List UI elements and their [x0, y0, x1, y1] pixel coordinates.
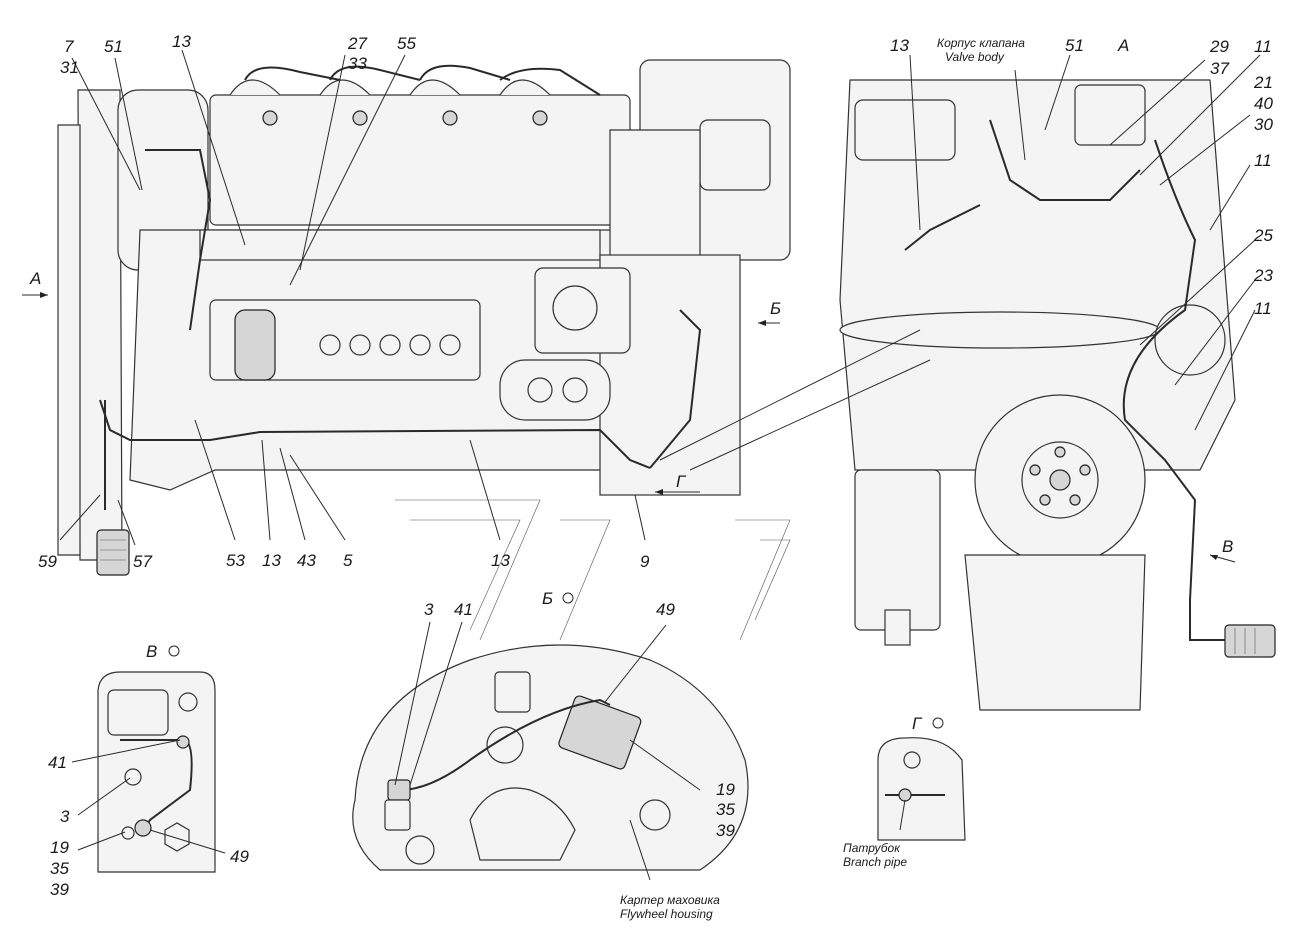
- callout-23: 23: [1253, 266, 1273, 285]
- callout-39: 39: [716, 821, 735, 840]
- callout-11: 11: [1254, 299, 1272, 318]
- callout-27: 27: [347, 34, 367, 53]
- callout-43: 43: [297, 551, 316, 570]
- callout-11: 11: [1254, 151, 1272, 170]
- callout-37: 37: [1210, 59, 1229, 78]
- arrow-label-b: Б: [770, 299, 781, 318]
- callout-35: 35: [50, 859, 69, 878]
- callout-13: 13: [890, 36, 909, 55]
- callout-57: 57: [133, 552, 152, 571]
- arrow-labels: А А Б Г В: [29, 36, 1233, 556]
- callout-5: 5: [343, 551, 353, 570]
- callout-51: 51: [1065, 36, 1084, 55]
- detail-view-v: [71, 671, 226, 873]
- callout-13: 13: [172, 32, 191, 51]
- callout-40: 40: [1254, 94, 1273, 113]
- view-title-g: Г: [912, 714, 923, 733]
- callout-51: 51: [104, 37, 123, 56]
- arrow-label-a: А: [1117, 36, 1129, 55]
- callout-7: 7: [64, 37, 74, 56]
- callout-49: 49: [230, 847, 249, 866]
- callout-53: 53: [226, 551, 245, 570]
- callout-3: 3: [60, 807, 70, 826]
- caption-branch-en: Branch pipe: [843, 855, 907, 869]
- callout-11: 11: [1254, 37, 1272, 56]
- callout-29: 29: [1209, 37, 1229, 56]
- view-title-b: Б: [542, 589, 553, 608]
- caption-branch-ru: Патрубок: [843, 841, 901, 855]
- view-title-v: В: [146, 642, 157, 661]
- callout-3: 3: [424, 600, 434, 619]
- arrow-label-g: Г: [676, 472, 687, 491]
- callout-19: 19: [716, 780, 735, 799]
- callout-30: 30: [1254, 115, 1273, 134]
- arrow-label-v: В: [1222, 537, 1233, 556]
- callout-35: 35: [716, 800, 735, 819]
- caption-flywheel-ru: Картер маховика: [620, 893, 720, 907]
- caption-flywheel-en: Flywheel housing: [620, 907, 713, 921]
- callout-21: 21: [1253, 73, 1273, 92]
- engine-front-view: [659, 54, 1276, 711]
- callout-59: 59: [38, 552, 57, 571]
- arrow-label-a: А: [29, 269, 41, 288]
- rotation-icon: [168, 645, 180, 657]
- callout-33: 33: [348, 54, 367, 73]
- detail-view-b: [352, 621, 749, 881]
- callout-49: 49: [656, 600, 675, 619]
- callout-13: 13: [262, 551, 281, 570]
- detail-view-g: [877, 737, 966, 841]
- callout-labels: 7 31 51 13 27 33 55 59 57 53 13 43 5 13 …: [38, 32, 1273, 899]
- construction-lines: [395, 499, 791, 641]
- callout-31: 31: [60, 58, 79, 77]
- rotation-icon: [562, 592, 574, 604]
- callout-19: 19: [50, 838, 69, 857]
- callout-13: 13: [491, 551, 510, 570]
- callout-9: 9: [640, 552, 650, 571]
- callout-25: 25: [1253, 226, 1273, 245]
- rotation-icon: [932, 717, 944, 729]
- engine-side-view: [22, 49, 791, 576]
- callout-55: 55: [397, 34, 416, 53]
- captions: Корпус клапана Valve body Патрубок Branc…: [620, 36, 1025, 921]
- caption-valve-ru: Корпус клапана: [937, 36, 1025, 50]
- view-titles: Б В Г: [146, 589, 944, 733]
- caption-valve-en: Valve body: [945, 50, 1005, 64]
- callout-39: 39: [50, 880, 69, 899]
- callout-41: 41: [454, 600, 473, 619]
- callout-41: 41: [48, 753, 67, 772]
